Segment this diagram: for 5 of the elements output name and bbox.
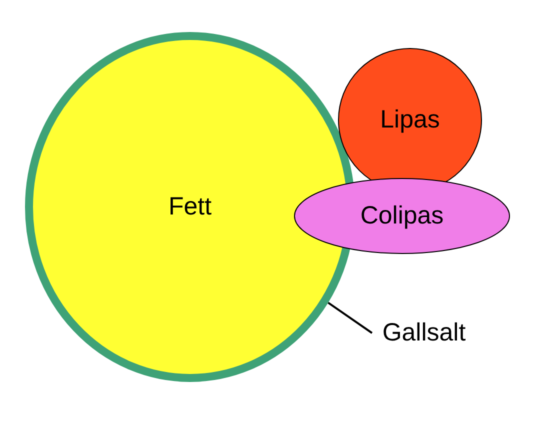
node-label: Gallsalt (382, 318, 466, 348)
node-label: Fett (168, 192, 212, 222)
node-label: Colipas (360, 202, 444, 230)
node-label: Lipas (380, 106, 440, 134)
leader-line (328, 302, 373, 334)
